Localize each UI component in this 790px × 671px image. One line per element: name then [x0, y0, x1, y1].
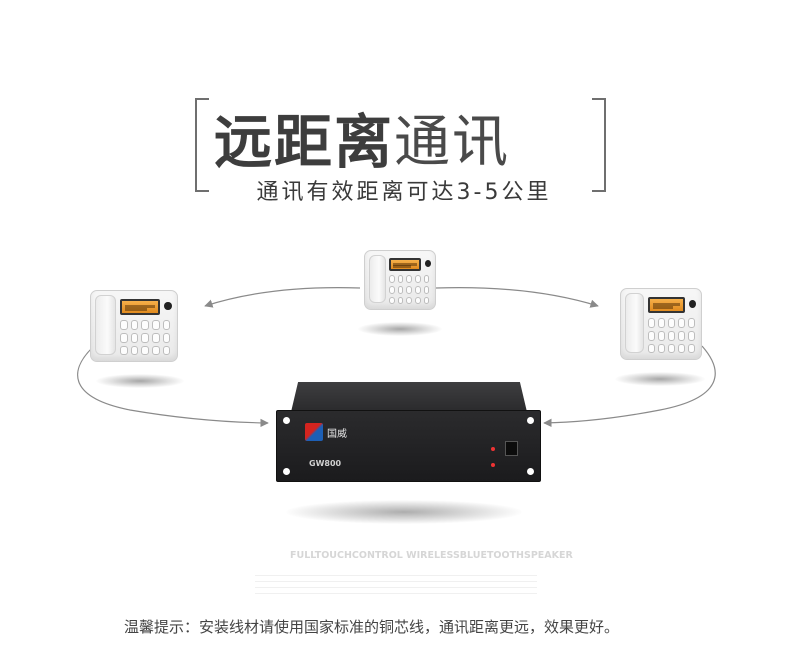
- link-top-left-arrow: [204, 287, 361, 308]
- heading-bracket-right: [592, 98, 606, 192]
- desk-telephone-icon: [90, 290, 178, 362]
- installation-tip: 温馨提示：安装线材请使用国家标准的铜芯线，通讯距离更远，效果更好。: [124, 618, 620, 636]
- gateway-device-top: [291, 382, 527, 412]
- heading-bracket-left: [195, 98, 209, 192]
- heading-title-bold: 远距离: [214, 108, 395, 176]
- faint-decorative-lines: [255, 575, 537, 599]
- heading-title: 远距离 通讯: [214, 94, 584, 180]
- status-led-icon: [491, 463, 495, 467]
- device-model-label: GW800: [309, 459, 342, 468]
- device-logo-text: 国威: [327, 429, 347, 440]
- device-logo-icon: [305, 423, 323, 441]
- phone-shadow: [615, 372, 705, 386]
- power-switch-icon: [505, 441, 518, 456]
- heading-title-light: 通讯: [394, 109, 511, 175]
- link-right-device-arrow: [543, 345, 716, 428]
- link-top-right-arrow: [435, 287, 599, 308]
- phone-shadow: [96, 374, 184, 388]
- gateway-device-icon: 国威 GW800: [276, 410, 541, 482]
- device-shadow: [286, 500, 522, 524]
- link-left-device-arrow: [77, 347, 269, 428]
- desk-telephone-icon: [620, 288, 702, 360]
- power-led-icon: [491, 447, 495, 451]
- heading-subtitle: 通讯有效距离可达3-5公里: [226, 176, 582, 210]
- desk-telephone-icon: [364, 250, 436, 310]
- reflection-text: FULLTOUCHCONTROL WIRELESSBLUETOOTHSPEAKE…: [290, 550, 573, 561]
- phone-shadow: [358, 322, 442, 336]
